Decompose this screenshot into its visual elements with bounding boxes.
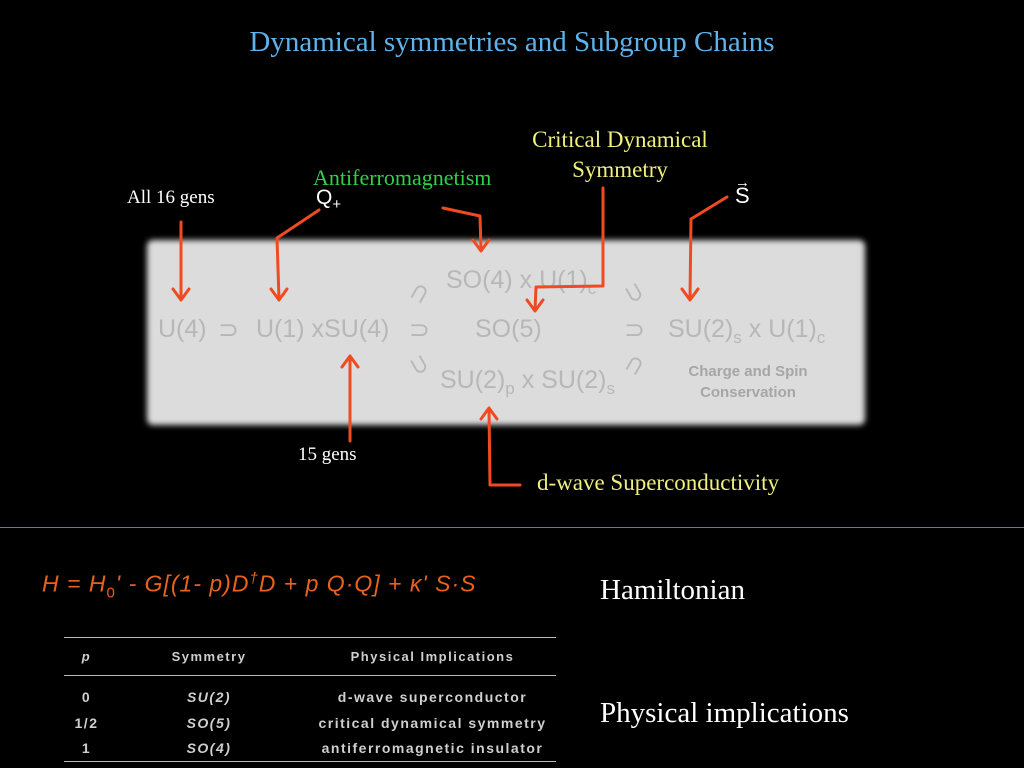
cell-symmetry: SU(2) (186, 688, 232, 705)
u4-label: U(4) (158, 315, 207, 343)
cell-symmetry: SO(5) (186, 714, 232, 731)
15-gens-label: 15 gens (298, 444, 357, 465)
cell-p: 1 (64, 735, 109, 762)
physical-implications-side-label: Physical implications (600, 697, 849, 729)
supset-2: ⊃ (409, 316, 430, 344)
arrowhead-dwave (479, 406, 499, 421)
arrowhead-15gens (340, 354, 360, 369)
arrowhead-antiferro (471, 238, 491, 253)
header-p: p (64, 637, 109, 676)
implications-table: p Symmetry Physical Implications 0 SU(2)… (64, 637, 556, 762)
section-divider (0, 527, 1024, 528)
arrowhead-spin (680, 287, 700, 302)
cell-implication: critical dynamical symmetry (318, 714, 547, 731)
header-symmetry: Symmetry (109, 637, 309, 676)
u1-su4-label: U(1) xSU(4) (256, 315, 390, 343)
arrow-qplus (275, 208, 321, 301)
supset-3: ⊃ (624, 316, 645, 344)
subgroup-chain-panel (147, 240, 865, 425)
arrow-antiferro (441, 206, 483, 252)
arrow-spin (688, 195, 729, 301)
cell-symmetry: SO(4) (109, 735, 309, 762)
cell-implication: d-wave superconductor (337, 688, 528, 705)
arrowhead-qplus (269, 287, 289, 302)
table-row: 1/2 SO(5) critical dynamical symmetry (64, 710, 556, 736)
critical-dynamical-symmetry-label: Critical Dynamical Symmetry (532, 127, 708, 182)
all-16-gens-label: All 16 gens (127, 187, 215, 208)
so5-label: SO(5) (475, 315, 542, 343)
arrow-dwave (487, 407, 522, 487)
arrowhead-all16 (171, 287, 191, 302)
table-row: 0 SU(2) d-wave superconductor (64, 676, 556, 710)
cell-p: 0 (81, 688, 92, 705)
table-row: 1 SO(4) antiferromagnetic insulator (64, 735, 556, 762)
q-plus-label: Q+ (316, 186, 342, 214)
antiferromagnetism-label: Antiferromagnetism (313, 165, 492, 190)
su2s-u1c-label: SU(2)s x U(1)c (668, 315, 826, 347)
so4-u1-label: SO(4) x U(1)c (446, 266, 597, 298)
cell-implication: antiferromagnetic insulator (309, 735, 556, 762)
supset-1: ⊃ (218, 316, 239, 344)
table-header-row: p Symmetry Physical Implications (64, 637, 556, 676)
hamiltonian-equation: H = H0' - G[(1- p)D†D + p Q·Q] + κ' S·S (42, 570, 477, 602)
su2p-su2s-label: SU(2)p x SU(2)s (440, 366, 615, 398)
arrow-critical (533, 186, 605, 312)
spin-vector-label: →S (735, 174, 750, 208)
cell-p: 1/2 (74, 714, 99, 731)
d-wave-superconductivity-label: d-wave Superconductivity (537, 470, 780, 495)
page-title: Dynamical symmetries and Subgroup Chains (249, 26, 775, 58)
header-implications: Physical Implications (309, 637, 556, 676)
conservation-label: Charge and Spin Conservation (688, 363, 808, 401)
arrowhead-critical (525, 298, 545, 313)
hamiltonian-side-label: Hamiltonian (600, 574, 745, 606)
